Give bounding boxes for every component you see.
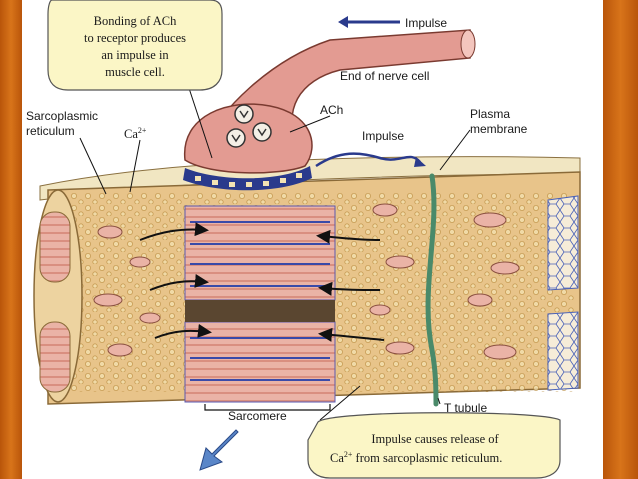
callout-top-line-4: muscle cell. bbox=[105, 65, 165, 79]
callout-top-line-2: to receptor produces bbox=[84, 31, 186, 45]
label-end-nerve-cell: End of nerve cell bbox=[340, 69, 429, 83]
impulse-arrow-membrane bbox=[315, 152, 421, 168]
right-frame-bar bbox=[603, 0, 638, 479]
t-tubule bbox=[425, 173, 439, 407]
sarcomere-bracket bbox=[204, 404, 331, 411]
callout-bottom-ca: Ca bbox=[330, 451, 344, 465]
myofibril-lower bbox=[184, 321, 336, 403]
blue-down-arrow bbox=[199, 429, 239, 471]
label-reticulum: reticulum bbox=[26, 124, 75, 138]
callout-bottom-bubble bbox=[307, 412, 561, 479]
label-impulse-top: Impulse bbox=[405, 16, 447, 30]
label-t-tubule: T tubule bbox=[444, 401, 487, 415]
label-impulse-mid: Impulse bbox=[362, 129, 404, 143]
gap-dark bbox=[185, 300, 335, 322]
label-sarcoplasmic: Sarcoplasmic bbox=[26, 109, 98, 123]
axon-terminal-end bbox=[460, 29, 476, 59]
label-plasma: Plasma bbox=[470, 107, 510, 121]
callout-top-bubble bbox=[47, 0, 223, 91]
ach-vesicles bbox=[226, 104, 272, 148]
callout-bottom-line-1: Impulse causes release of bbox=[371, 432, 499, 446]
axon-terminal bbox=[184, 103, 313, 174]
callout-bottom-ca-sup: 2+ bbox=[344, 450, 353, 459]
label-sarcomere: Sarcomere bbox=[228, 409, 287, 423]
callout-top-line-3: an impulse in bbox=[101, 48, 169, 62]
callout-bottom-line-2: Ca2+ from sarcoplasmic reticulum. bbox=[330, 450, 502, 465]
callout-bottom-rest: from sarcoplasmic reticulum. bbox=[352, 451, 502, 465]
end-myofibril-top bbox=[39, 211, 71, 283]
left-frame-bar bbox=[0, 0, 22, 479]
hex-lattice-bottom bbox=[547, 311, 579, 391]
end-myofibril-bottom bbox=[39, 321, 71, 393]
label-membrane: membrane bbox=[470, 122, 528, 136]
hex-lattice-top bbox=[547, 195, 579, 291]
callout-top-line-1: Bonding of ACh bbox=[94, 14, 177, 28]
label-ca: Ca2+ bbox=[124, 126, 147, 141]
label-ach: ACh bbox=[320, 103, 343, 117]
